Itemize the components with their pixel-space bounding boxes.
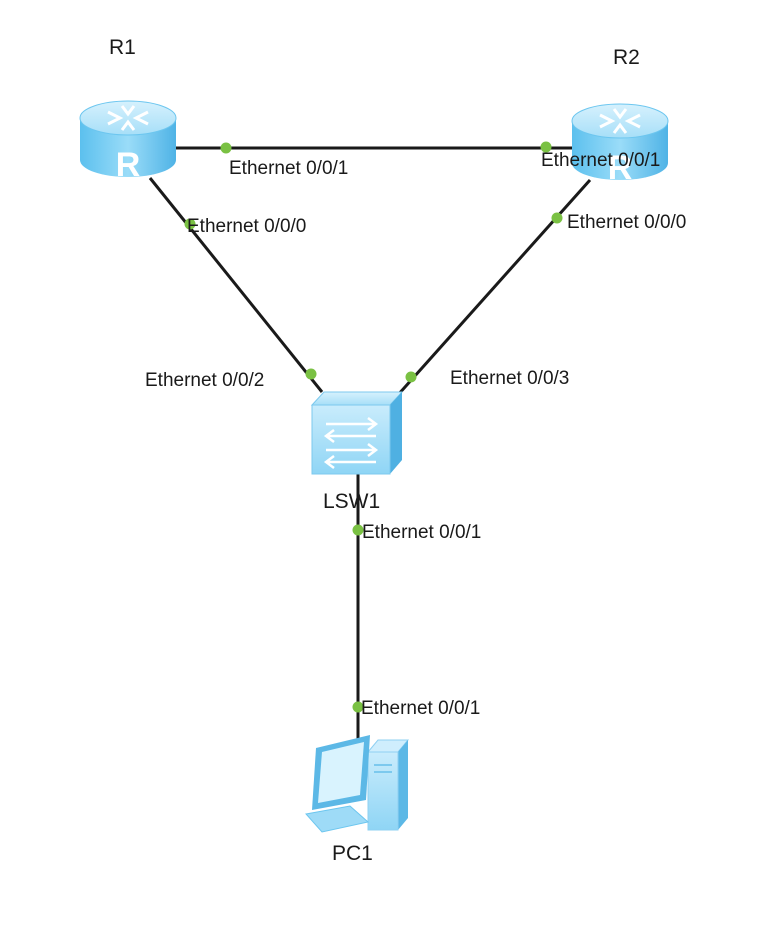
router-r2[interactable]: R [571, 103, 669, 187]
pc-icon [305, 735, 410, 833]
port-label-lsw1-e001: Ethernet 0/0/1 [362, 522, 481, 543]
svg-text:R: R [116, 146, 141, 184]
link-r1-lsw1[interactable] [148, 177, 324, 393]
port-dot [220, 142, 232, 154]
switch-lsw1[interactable] [310, 391, 404, 475]
router-r1[interactable]: R [79, 100, 177, 184]
device-label-r2: R2 [613, 46, 640, 69]
port-label-lsw1-e003: Ethernet 0/0/3 [450, 368, 569, 389]
link-r2-lsw1[interactable] [395, 179, 592, 397]
router-icon: R [79, 100, 177, 184]
port-label-r2-e001: Ethernet 0/0/1 [541, 150, 660, 171]
port-dot [305, 368, 317, 380]
switch-icon [310, 391, 404, 475]
port-label-lsw1-e002: Ethernet 0/0/2 [145, 370, 264, 391]
svg-text:R: R [608, 149, 633, 187]
port-dot [551, 212, 563, 224]
port-dot [405, 371, 417, 383]
pc-pc1[interactable] [305, 735, 410, 833]
port-dot [540, 141, 552, 153]
port-label-r1-e000: Ethernet 0/0/0 [187, 216, 306, 237]
port-label-pc1-e001: Ethernet 0/0/1 [361, 698, 480, 719]
port-dot [352, 524, 364, 536]
port-label-r2-e000: Ethernet 0/0/0 [567, 212, 686, 233]
device-label-lsw1: LSW1 [323, 490, 380, 513]
router-icon: R [571, 103, 669, 187]
port-dot [184, 218, 196, 230]
port-dot [352, 701, 364, 713]
device-label-pc1: PC1 [332, 842, 373, 865]
port-label-r1-e001: Ethernet 0/0/1 [229, 158, 348, 179]
device-label-r1: R1 [109, 36, 136, 59]
